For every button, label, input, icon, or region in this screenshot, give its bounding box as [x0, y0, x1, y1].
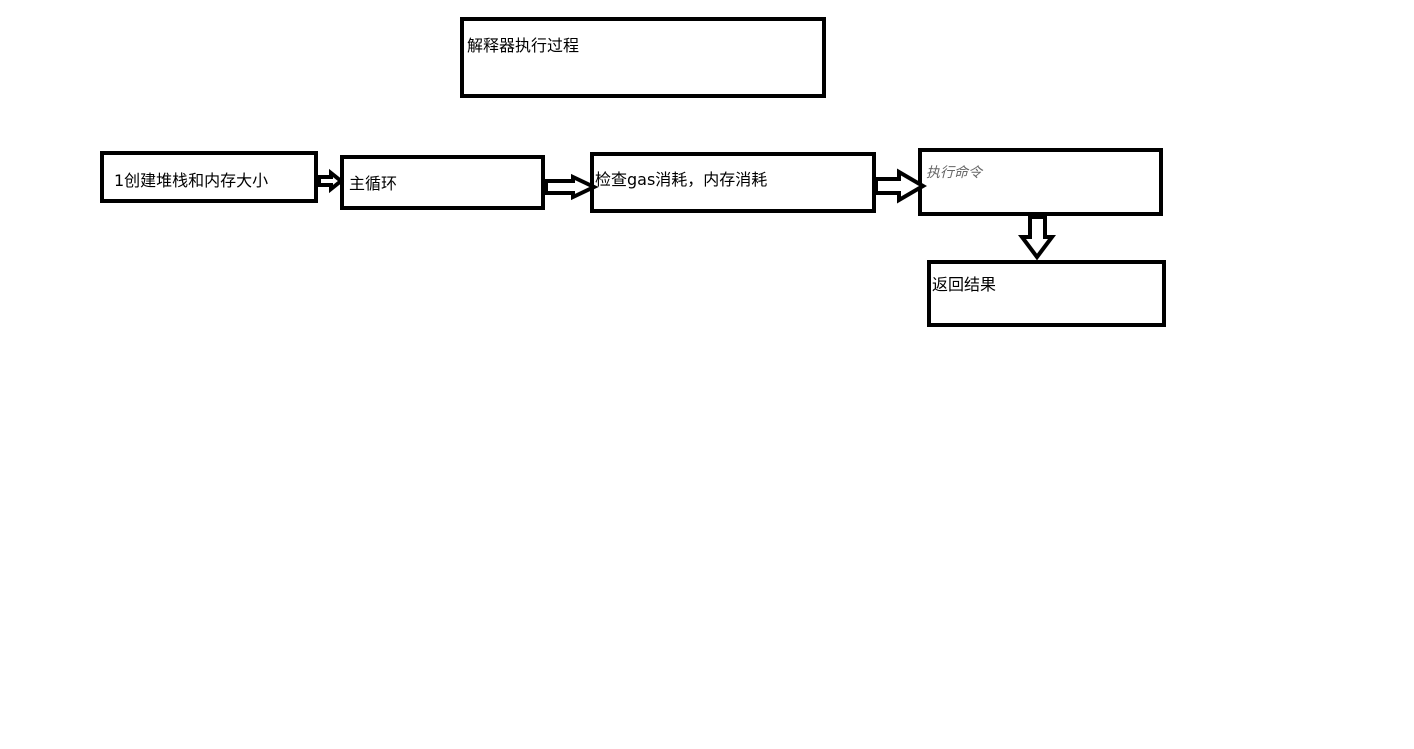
main-loop-box: 主循环	[340, 155, 545, 210]
arrow-execute-to-return	[1018, 215, 1056, 261]
main-loop-label: 主循环	[349, 174, 398, 193]
return-result-box: 返回结果	[927, 260, 1166, 327]
check-gas-label: 检查gas消耗，内存消耗	[595, 170, 768, 189]
title-box-label: 解释器执行过程	[467, 36, 580, 55]
execute-command-box: 执行命令	[918, 148, 1163, 216]
check-gas-box: 检查gas消耗，内存消耗	[590, 152, 876, 213]
return-result-label: 返回结果	[932, 275, 997, 294]
arrow-check-gas-to-execute	[874, 168, 927, 204]
create-stack-box: 1创建堆栈和内存大小	[100, 151, 318, 203]
create-stack-label: 1创建堆栈和内存大小	[114, 171, 269, 190]
title-box: 解释器执行过程	[460, 17, 826, 98]
arrow-create-to-main-loop	[317, 168, 345, 194]
execute-command-label: 执行命令	[926, 165, 982, 181]
arrow-main-loop-to-check-gas	[544, 173, 599, 201]
